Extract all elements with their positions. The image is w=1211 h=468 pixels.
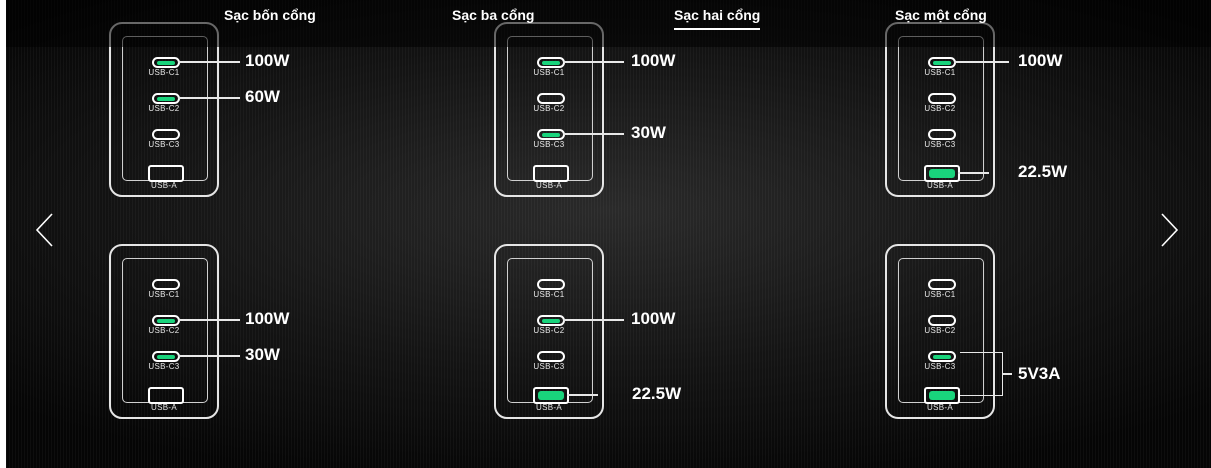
wattage-label: 30W [631, 123, 666, 142]
port-label: USB-C2 [533, 104, 565, 113]
wattage-label: 100W [1018, 51, 1063, 70]
usb-c-port-icon [537, 315, 565, 326]
port-label: USB-C1 [533, 290, 565, 299]
wattage-label: 100W [631, 309, 676, 328]
wattage-label: 100W [245, 309, 290, 328]
port-label: USB-C3 [533, 140, 565, 149]
leader-line [178, 355, 240, 357]
chevron-right-icon [1161, 213, 1179, 247]
port-label: USB-C1 [924, 68, 956, 77]
leader-line [954, 61, 1009, 63]
charger-body [109, 244, 219, 419]
chevron-left-icon [35, 213, 53, 247]
usb-c-port-icon [152, 279, 180, 290]
charger-body [494, 244, 604, 419]
charger-body [885, 244, 995, 419]
port-label: USB-C3 [533, 362, 565, 371]
port-label: USB-A [151, 181, 177, 190]
usb-c-port-icon [928, 57, 956, 68]
usb-c-port-icon [537, 351, 565, 362]
port-label: USB-A [927, 403, 953, 412]
wattage-label: 30W [245, 345, 280, 364]
usb-c-port-icon [152, 351, 180, 362]
leader-line [178, 97, 240, 99]
tab-sac-ba-cong[interactable]: Sạc ba cổng [452, 7, 535, 23]
port-label: USB-C1 [924, 290, 956, 299]
usb-a-port-icon [148, 387, 184, 404]
port-label: USB-A [151, 403, 177, 412]
usb-c-port-icon [152, 315, 180, 326]
wattage-label: 60W [245, 87, 280, 106]
usb-c-port-icon [537, 93, 565, 104]
usb-c-port-icon [152, 57, 180, 68]
leader-line [178, 61, 240, 63]
leader-line [567, 394, 598, 396]
tab-bar: Sạc bốn cổng Sạc ba cổng Sạc hai cổng Sạ… [6, 0, 1211, 47]
combined-bracket [960, 352, 1003, 396]
usb-c-port-icon [928, 93, 956, 104]
port-label: USB-C2 [533, 326, 565, 335]
usb-c-port-icon [537, 57, 565, 68]
combined-output-label: 5V3A [1018, 364, 1061, 383]
leader-line [958, 172, 989, 174]
carousel-next-button[interactable] [1156, 212, 1180, 248]
leader-line [563, 319, 624, 321]
tab-sac-bon-cong[interactable]: Sạc bốn cổng [224, 7, 316, 23]
usb-c-port-icon [152, 129, 180, 140]
wattage-label: 22.5W [1018, 162, 1068, 181]
wattage-label: 100W [245, 51, 290, 70]
usb-a-port-icon [148, 165, 184, 182]
usb-a-port-icon [533, 387, 569, 404]
wattage-label: 22.5W [632, 384, 682, 403]
usb-a-port-icon [924, 387, 960, 404]
usb-c-port-icon [928, 315, 956, 326]
wattage-label: 100W [631, 51, 676, 70]
leader-line [563, 133, 624, 135]
usb-c-port-icon [928, 351, 956, 362]
port-label: USB-C1 [148, 290, 180, 299]
port-label: USB-A [536, 403, 562, 412]
tab-sac-mot-cong[interactable]: Sạc một cổng [895, 7, 987, 23]
port-label: USB-C2 [148, 326, 180, 335]
leader-line [563, 61, 624, 63]
usb-c-port-icon [537, 279, 565, 290]
usb-c-port-icon [928, 279, 956, 290]
port-label: USB-C2 [924, 104, 956, 113]
port-label: USB-C3 [148, 140, 180, 149]
usb-a-port-icon [924, 165, 960, 182]
leader-line [1002, 373, 1012, 375]
port-label: USB-C2 [148, 104, 180, 113]
usb-a-port-icon [533, 165, 569, 182]
port-label: USB-C1 [533, 68, 565, 77]
port-label: USB-C1 [148, 68, 180, 77]
carousel-prev-button[interactable] [34, 212, 58, 248]
leader-line [178, 319, 240, 321]
usb-c-port-icon [152, 93, 180, 104]
usb-c-port-icon [537, 129, 565, 140]
port-label: USB-A [536, 181, 562, 190]
charging-modes-carousel: Sạc bốn cổng Sạc ba cổng Sạc hai cổng Sạ… [6, 0, 1211, 468]
port-label: USB-C3 [148, 362, 180, 371]
port-label: USB-C2 [924, 326, 956, 335]
usb-c-port-icon [928, 129, 956, 140]
port-label: USB-C3 [924, 140, 956, 149]
port-label: USB-A [927, 181, 953, 190]
tab-sac-hai-cong[interactable]: Sạc hai cổng [674, 6, 761, 30]
port-label: USB-C3 [924, 362, 956, 371]
